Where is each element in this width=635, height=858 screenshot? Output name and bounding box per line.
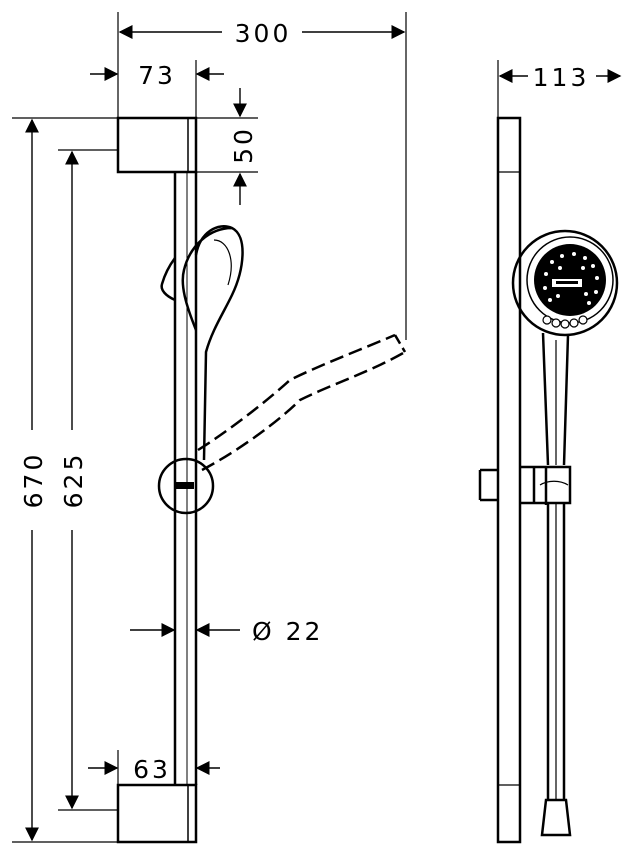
dimension-113: 113 (533, 63, 590, 92)
spray-nozzles (543, 252, 599, 305)
front-view: 300 73 50 670 625 Ø 22 63 (12, 12, 407, 844)
slider-knob (157, 457, 215, 515)
dimension-diameter-22: Ø 22 (252, 617, 323, 646)
rail (173, 172, 198, 785)
dimension-625: 625 (59, 452, 88, 509)
dimension-50: 50 (229, 126, 258, 164)
top-bracket (116, 116, 198, 174)
hose-end (540, 798, 572, 837)
ring-nozzles (542, 315, 588, 329)
swivel-shower-outline (197, 333, 406, 472)
shower-head (511, 229, 619, 337)
shower-hose (546, 503, 566, 800)
side-view: 113 (478, 60, 622, 844)
dimension-63: 63 (133, 755, 171, 784)
bottom-bracket (116, 783, 198, 844)
dimension-300: 300 (235, 19, 292, 48)
side-rail (496, 116, 522, 844)
dimension-670: 670 (19, 452, 48, 509)
dimension-73: 73 (138, 61, 176, 90)
hand-shower (181, 225, 244, 461)
shower-handle (541, 332, 570, 466)
side-slider (478, 465, 572, 505)
